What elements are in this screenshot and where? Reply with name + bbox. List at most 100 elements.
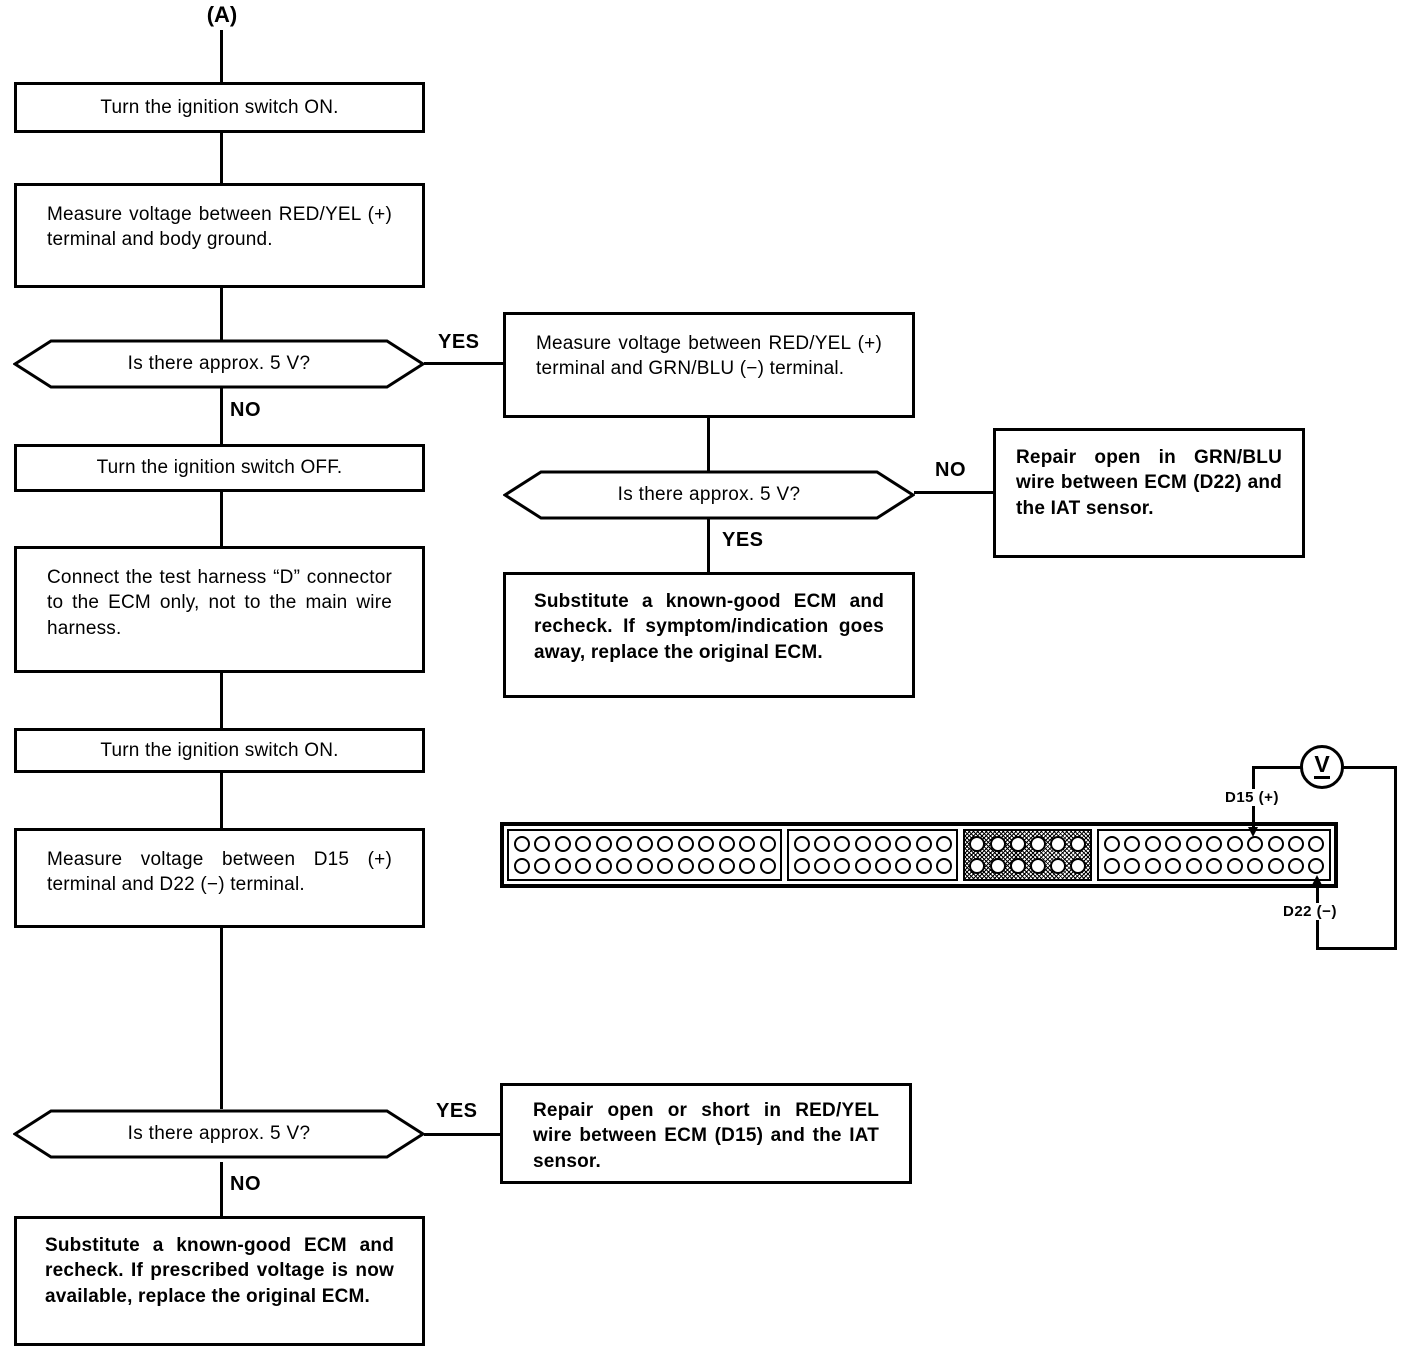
terminal-pin [854, 836, 871, 853]
terminal-pin [595, 857, 612, 874]
process-text: Measure voltage between RED/YEL (+) term… [47, 204, 392, 251]
terminal-pin [759, 857, 776, 874]
terminal-pin [1070, 857, 1087, 874]
terminal-row [1099, 836, 1329, 853]
terminal-pin [1009, 836, 1026, 853]
terminal-pin [969, 857, 986, 874]
flow-line [220, 132, 223, 184]
terminal-pin [1070, 836, 1087, 853]
flow-line [220, 672, 223, 728]
flow-line [220, 388, 223, 444]
process-text: Measure voltage between RED/YEL (+) term… [536, 333, 882, 380]
process-box-connect-test-harness: Connect the test harness “D” connector t… [14, 546, 425, 673]
terminal-pin [698, 857, 715, 874]
voltmeter-icon: V [1300, 745, 1344, 789]
process-box-measure-d15-d22: Measure voltage between D15 (+) terminal… [14, 828, 425, 928]
terminal-pin [813, 857, 830, 874]
terminal-pin [1144, 836, 1161, 853]
process-text: Turn the ignition switch OFF. [96, 457, 343, 479]
result-text: Substitute a known-good ECM and recheck.… [45, 1235, 394, 1307]
terminal-pin [1185, 857, 1202, 874]
terminal-pin [1247, 836, 1264, 853]
result-text: Repair open in GRN/BLU wire between ECM … [1016, 447, 1282, 519]
terminal-pin [534, 857, 551, 874]
terminal-pin [595, 836, 612, 853]
terminal-pin [1308, 857, 1325, 874]
hexagon-outline [13, 1109, 425, 1159]
terminal-pin [1124, 857, 1141, 874]
branch-label-yes: YES [436, 1100, 478, 1122]
result-box-substitute-ecm: Substitute a known-good ECM and recheck.… [14, 1216, 425, 1346]
flow-line [424, 362, 504, 365]
result-box-substitute-ecm-symptom: Substitute a known-good ECM and recheck.… [503, 572, 915, 698]
ecm-connector-segment [787, 829, 959, 881]
terminal-pin [895, 836, 912, 853]
terminal-pin [793, 836, 810, 853]
branch-label-no: NO [230, 399, 261, 421]
decision-hexagon-3: Is there approx. 5 V? [13, 1109, 425, 1159]
branch-label-yes: YES [722, 529, 764, 551]
terminal-pin [1287, 857, 1304, 874]
probe-arrow-d15-icon [1248, 827, 1258, 837]
result-text: Repair open or short in RED/YEL wire bet… [533, 1100, 879, 1172]
hexagon-outline [503, 470, 915, 520]
entry-connector-label: (A) [206, 2, 238, 27]
terminal-row [965, 836, 1090, 853]
process-box-ignition-on-2: Turn the ignition switch ON. [14, 728, 425, 773]
terminal-pin [1103, 857, 1120, 874]
terminal-pin [834, 836, 851, 853]
terminal-pin [989, 836, 1006, 853]
flow-line [220, 772, 223, 829]
terminal-pin [1287, 836, 1304, 853]
terminal-pin [1009, 857, 1026, 874]
terminal-pin [834, 857, 851, 874]
voltmeter-underline [1314, 776, 1330, 780]
terminal-row [1099, 857, 1329, 874]
terminal-pin [718, 836, 735, 853]
terminal-pin [759, 836, 776, 853]
terminal-pin [698, 836, 715, 853]
process-text: Measure voltage between D15 (+) terminal… [47, 849, 392, 896]
decision-text: Is there approx. 5 V? [617, 484, 801, 505]
terminal-pin [677, 857, 694, 874]
terminal-pin [874, 836, 891, 853]
ecm-connector-segment [507, 829, 783, 881]
terminal-pin [739, 836, 756, 853]
process-text: Turn the ignition switch ON. [100, 96, 339, 118]
terminal-pin [657, 857, 674, 874]
terminal-pin [554, 836, 571, 853]
result-text: Substitute a known-good ECM and recheck.… [534, 591, 884, 663]
terminal-pin [1144, 857, 1161, 874]
terminal-pin [793, 857, 810, 874]
flow-line [914, 491, 994, 494]
process-box-measure-body-ground: Measure voltage between RED/YEL (+) term… [14, 183, 425, 288]
terminal-pin [575, 836, 592, 853]
decision-text: Is there approx. 5 V? [127, 1123, 311, 1144]
ecm-connector-segment [1097, 829, 1331, 881]
process-box-ignition-on-1: Turn the ignition switch ON. [14, 82, 425, 133]
terminal-pin [1029, 857, 1046, 874]
terminal-pin [969, 836, 986, 853]
terminal-pin [1206, 857, 1223, 874]
process-box-measure-redyel-grnblu: Measure voltage between RED/YEL (+) term… [503, 312, 915, 418]
branch-label-no: NO [230, 1173, 261, 1195]
decision-hexagon-1: Is there approx. 5 V? [13, 339, 425, 389]
terminal-pin [1308, 836, 1325, 853]
terminal-pin [935, 836, 952, 853]
terminal-pin [935, 857, 952, 874]
terminal-pin [616, 857, 633, 874]
branch-label-yes: YES [438, 331, 480, 353]
process-box-ignition-off: Turn the ignition switch OFF. [14, 444, 425, 492]
terminal-pin [1103, 836, 1120, 853]
terminal-pin [1050, 857, 1067, 874]
terminal-pin [854, 857, 871, 874]
hexagon-outline [13, 339, 425, 389]
terminal-pin [636, 857, 653, 874]
terminal-pin [513, 836, 530, 853]
terminal-pin [677, 836, 694, 853]
terminal-pin [1226, 857, 1243, 874]
terminal-pin [1267, 857, 1284, 874]
terminal-pin [616, 836, 633, 853]
flow-line [707, 519, 710, 573]
